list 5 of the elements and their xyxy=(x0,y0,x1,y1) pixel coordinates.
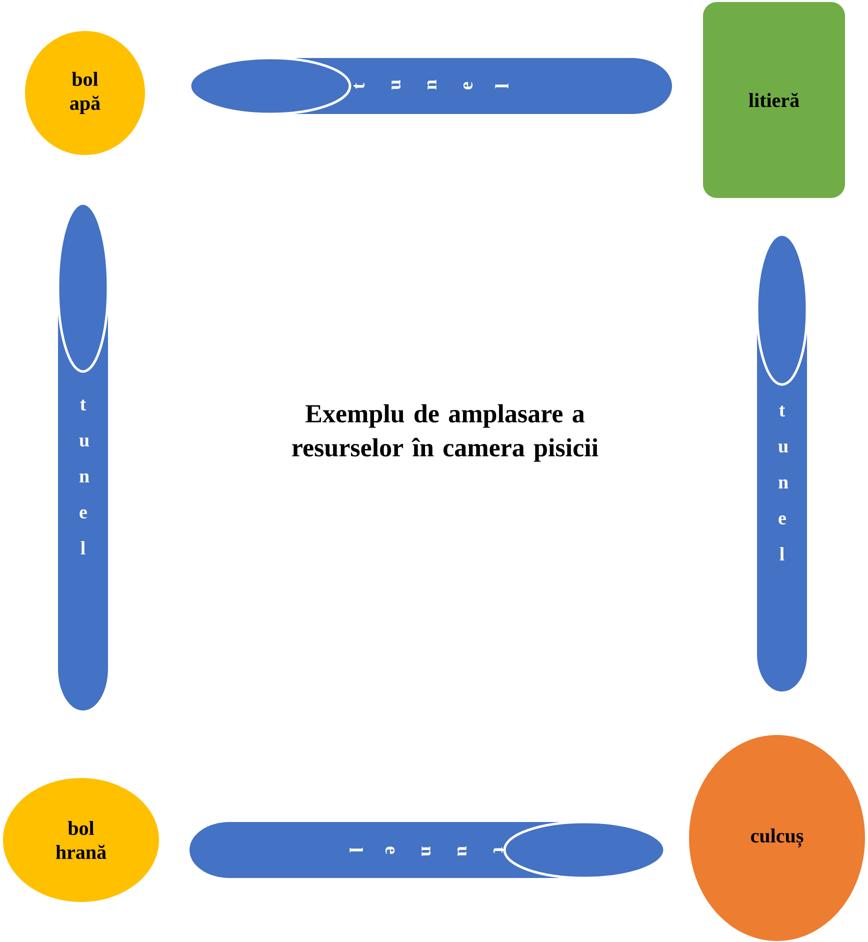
tunnel: t u n e l xyxy=(56,202,110,710)
tunnel: t u n e l xyxy=(756,233,808,692)
title: Exemplu de amplasare a resurselor în camera pisicii xyxy=(292,404,598,462)
litter-box: litieră xyxy=(703,2,845,198)
tunnel: t u n e l xyxy=(188,56,672,116)
